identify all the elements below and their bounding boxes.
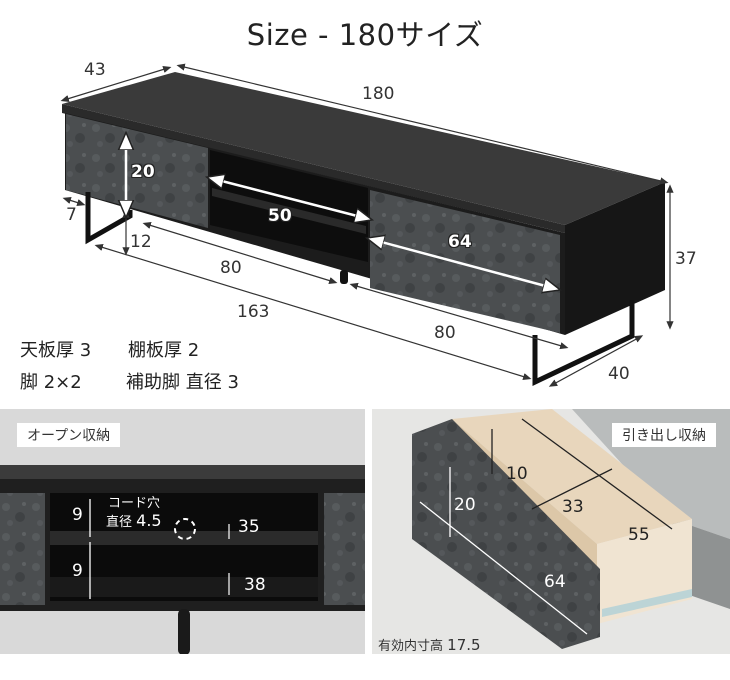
open-storage-label: オープン収納: [17, 423, 121, 447]
dim-height-total: 37: [675, 249, 697, 269]
drawer-front-width: 64: [544, 572, 566, 592]
dim-width-total: 180: [362, 84, 395, 104]
dim-drawer-width: 64: [448, 232, 472, 252]
drawer-inner-width: 33: [562, 497, 584, 517]
cord-hole-diameter: 直径 4.5: [106, 511, 162, 531]
cord-hole-label: コード穴: [108, 496, 161, 511]
dim-open-shelf-width: 50: [268, 206, 292, 226]
lower-shelf-height: 9: [72, 561, 83, 581]
page-title: Size - 180サイズ: [246, 18, 484, 52]
dim-leg-inset: 7: [66, 205, 77, 225]
left-drawer: [66, 114, 208, 228]
lower-shelf-depth: 38: [244, 575, 266, 595]
drawer-storage-label: 引き出し収納: [612, 423, 716, 447]
dim-inner-leg-span: 163: [237, 302, 270, 322]
dim-leg-clearance: 12: [130, 232, 152, 252]
dim-drawer-height: 20: [131, 162, 155, 182]
dim-leg-depth: 40: [608, 364, 630, 384]
dim-right-section-width: 80: [434, 323, 456, 343]
spec-top-thickness: 天板厚 3: [20, 340, 92, 361]
effective-inner-height: 有効内寸高 17.5: [378, 636, 481, 654]
tv-stand-illustration: [60, 63, 674, 387]
upper-shelf-depth: 35: [238, 517, 260, 537]
drawer-front-height: 20: [454, 495, 476, 515]
spec-shelf-thickness: 棚板厚 2: [128, 340, 200, 361]
drawer-inner-depth: 55: [628, 525, 650, 545]
dim-left-section-width: 80: [220, 258, 242, 278]
drawer-storage-panel: 引き出し収納 10 20 33 55 64 有効内寸高 17.5: [372, 409, 730, 654]
drawer-inner-height: 10: [506, 464, 528, 484]
spec-aux-leg-diameter: 補助脚 直径 3: [126, 372, 239, 393]
spec-leg-size: 脚 2×2: [20, 372, 82, 393]
upper-shelf-height: 9: [72, 505, 83, 525]
open-storage-panel: オープン収納 9 9 コード穴 直径 4.5 35 38: [0, 409, 365, 654]
dim-depth-top: 43: [84, 60, 106, 80]
